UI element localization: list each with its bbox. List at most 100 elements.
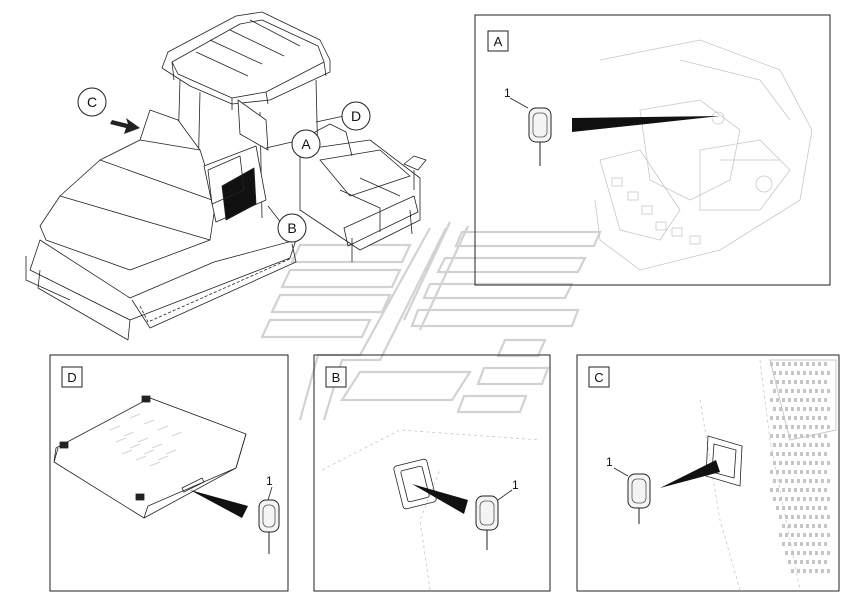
grille-dot xyxy=(776,506,779,510)
grille-dot xyxy=(785,551,788,555)
grille-dot xyxy=(791,515,794,519)
grille-dot xyxy=(815,569,818,573)
panel-a-part-number: 1 xyxy=(504,86,511,100)
grille-dot xyxy=(794,398,797,402)
grille-dot xyxy=(824,416,827,420)
grille-dot xyxy=(788,380,791,384)
grille-dot xyxy=(791,551,794,555)
grille-dots xyxy=(770,362,830,573)
grille-dot xyxy=(821,443,824,447)
grille-dot xyxy=(806,416,809,420)
detail-panel-a: A 1 xyxy=(474,14,831,286)
grille-dot xyxy=(809,371,812,375)
grille-dot xyxy=(806,434,809,438)
grille-dot xyxy=(812,470,815,474)
grille-dot xyxy=(770,398,773,402)
grille-dot xyxy=(791,371,794,375)
grille-dot xyxy=(782,524,785,528)
grille-dot xyxy=(788,524,791,528)
grille-dot xyxy=(809,497,812,501)
grille-dot xyxy=(800,416,803,420)
grille-dot xyxy=(782,362,785,366)
grille-dot xyxy=(791,443,794,447)
callout-c-label: C xyxy=(87,94,97,110)
grille-pattern xyxy=(769,359,837,441)
grille-dot xyxy=(824,542,827,546)
grille-dot xyxy=(803,407,806,411)
grille-dot xyxy=(779,497,782,501)
grille-dot xyxy=(815,461,818,465)
grille-dot xyxy=(821,407,824,411)
grille-dot xyxy=(794,380,797,384)
grille-dot xyxy=(773,479,776,483)
grille-dot xyxy=(824,524,827,528)
grille-dot xyxy=(800,524,803,528)
grille-dot xyxy=(791,479,794,483)
pointer-wedge xyxy=(412,484,468,514)
grille-dot xyxy=(818,398,821,402)
grille-dot xyxy=(815,371,818,375)
grille-dot xyxy=(782,452,785,456)
grille-dot xyxy=(809,425,812,429)
grille-dot xyxy=(824,470,827,474)
grille-dot xyxy=(800,560,803,564)
arrow-icon xyxy=(110,118,140,134)
grille-dot xyxy=(812,524,815,528)
grille-dot xyxy=(779,389,782,393)
grille-dot xyxy=(776,380,779,384)
grille-dot xyxy=(782,380,785,384)
grille-dot xyxy=(815,407,818,411)
grille-dot xyxy=(812,362,815,366)
grille-dot xyxy=(818,524,821,528)
grille-dot xyxy=(824,452,827,456)
grille-dot xyxy=(818,380,821,384)
grille-dot xyxy=(827,443,830,447)
grille-dot xyxy=(785,515,788,519)
grille-dot xyxy=(827,371,830,375)
grille-dot xyxy=(827,389,830,393)
panel-c-tag: C xyxy=(594,370,603,385)
grille-dot xyxy=(770,470,773,474)
grille-dot xyxy=(821,371,824,375)
grille-dot xyxy=(797,533,800,537)
grille-dot xyxy=(824,362,827,366)
grille-dot xyxy=(827,461,830,465)
grille-dot xyxy=(779,425,782,429)
grille-dot xyxy=(803,479,806,483)
grille-dot xyxy=(812,434,815,438)
grille-dot xyxy=(806,560,809,564)
grille-dot xyxy=(818,488,821,492)
grille-dot xyxy=(779,533,782,537)
grille-dot xyxy=(827,479,830,483)
grille-dot xyxy=(827,407,830,411)
grille-dot xyxy=(818,434,821,438)
grille-dot xyxy=(821,461,824,465)
grille-dot xyxy=(782,542,785,546)
grille-dot xyxy=(815,479,818,483)
grille-dot xyxy=(779,371,782,375)
grille-dot xyxy=(824,398,827,402)
grille-dot xyxy=(794,434,797,438)
grille-dot xyxy=(806,524,809,528)
grille-dot xyxy=(791,389,794,393)
grille-dot xyxy=(803,551,806,555)
panel-b-tag: B xyxy=(332,370,341,385)
panel-a-tag: A xyxy=(494,34,503,49)
grille-dot xyxy=(806,362,809,366)
grille-dot xyxy=(803,443,806,447)
grille-dot xyxy=(800,398,803,402)
grille-dot xyxy=(797,497,800,501)
grille-dot xyxy=(800,434,803,438)
grille-dot xyxy=(803,497,806,501)
grille-dot xyxy=(827,551,830,555)
beacon-part-icon xyxy=(475,495,499,550)
grille-dot xyxy=(806,542,809,546)
grille-dot xyxy=(827,497,830,501)
grille-dot xyxy=(800,380,803,384)
detail-panel-c: C 1 xyxy=(576,354,840,592)
grille-dot xyxy=(776,452,779,456)
grille-dot xyxy=(809,551,812,555)
beacon-part-icon xyxy=(627,473,651,524)
grille-dot xyxy=(794,506,797,510)
grille-dot xyxy=(821,533,824,537)
